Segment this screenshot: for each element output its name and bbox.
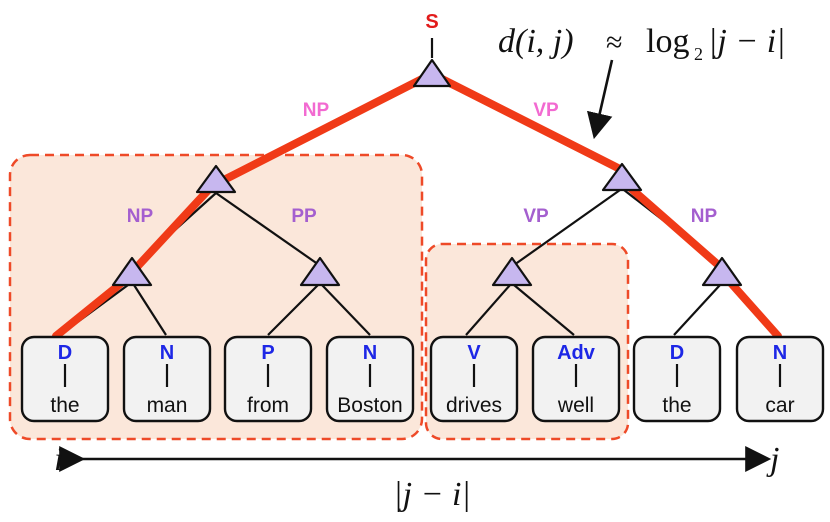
phrase-label-np-top: NP <box>303 100 330 121</box>
phrase-label-vp-inner: VP <box>523 206 549 227</box>
token-word: car <box>765 394 794 417</box>
token-word: drives <box>446 394 502 417</box>
token-word: Boston <box>337 394 402 417</box>
phrase-label-pp: PP <box>291 206 317 227</box>
token-pos: N <box>773 342 787 364</box>
token-pos: Adv <box>557 342 596 364</box>
formula-lhs: d(i, j) <box>498 23 574 60</box>
phrase-label-vp-top: VP <box>533 100 559 121</box>
token-pos: N <box>363 342 377 364</box>
node-np-left <box>111 256 153 287</box>
root-label: S <box>425 11 438 33</box>
formula-pointer-arrow <box>586 59 614 140</box>
token-6: D the <box>632 335 722 423</box>
token-pos: V <box>467 342 481 364</box>
token-3: N Boston <box>325 335 415 423</box>
token-word: man <box>147 394 188 417</box>
tree-nodes <box>111 58 743 287</box>
left-subtree-region <box>8 153 424 441</box>
phrase-label-np-right: NP <box>691 206 718 227</box>
formula-arg: |j − i| <box>708 23 786 60</box>
span-left-label: i <box>54 441 63 478</box>
node-np-top <box>195 164 237 194</box>
token-word: well <box>557 394 594 417</box>
token-pos: D <box>670 342 684 364</box>
token-1: N man <box>122 335 212 423</box>
token-2: P from <box>223 335 313 423</box>
token-pos: N <box>160 342 174 364</box>
token-pos: D <box>58 342 72 364</box>
distance-formula: d(i, j) ≈ log 2 |j − i| <box>498 23 786 64</box>
token-pos: P <box>261 342 274 364</box>
token-4: V drives <box>429 335 519 423</box>
formula-log: log <box>646 23 689 60</box>
node-np-right <box>701 256 743 287</box>
node-pp <box>299 256 341 287</box>
tree-edges <box>59 38 723 336</box>
token-7: N car <box>735 335 825 423</box>
node-s <box>412 58 452 88</box>
formula-base: 2 <box>694 44 703 64</box>
formula-approx: ≈ <box>606 26 622 59</box>
phrase-label-np-left: NP <box>127 206 154 227</box>
span-right-label: j <box>766 441 779 478</box>
token-5: Adv well <box>531 335 621 423</box>
span-length-label: |j − i| <box>393 476 471 513</box>
node-vp-top <box>601 162 643 192</box>
node-vp-inner <box>491 256 533 287</box>
token-0: D the <box>20 335 110 423</box>
token-word: the <box>662 394 691 417</box>
token-word: the <box>50 394 79 417</box>
token-word: from <box>247 394 289 417</box>
